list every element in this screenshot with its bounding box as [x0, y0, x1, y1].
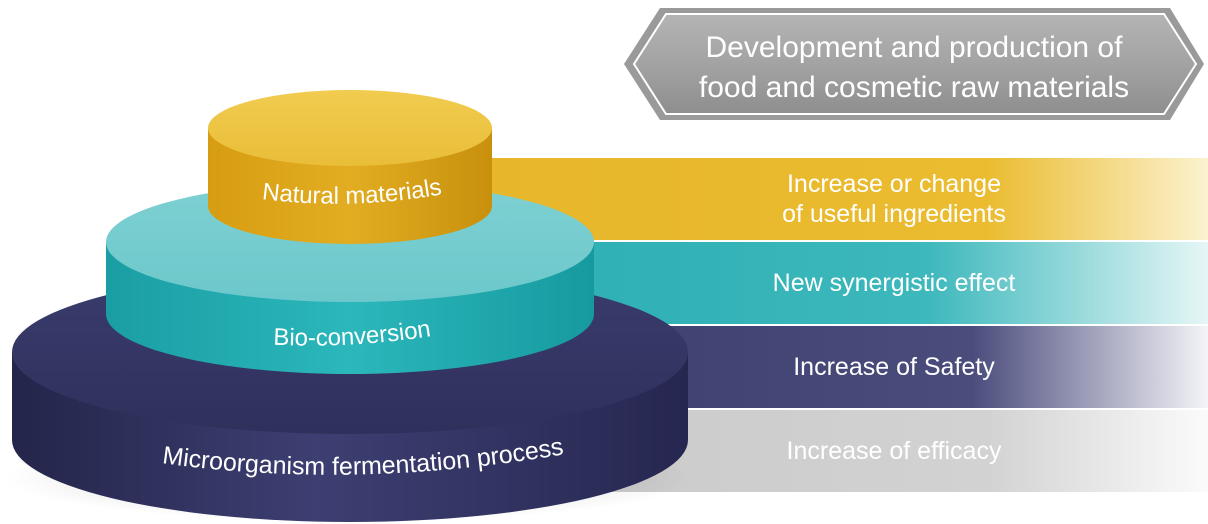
- title-banner: Development and production of food and c…: [622, 6, 1206, 124]
- banner-text: Development and production of food and c…: [668, 28, 1160, 108]
- banner-line-2: food and cosmetic raw materials: [698, 71, 1130, 104]
- band-1-line-1: Increase or change: [786, 170, 1001, 198]
- layer-top-disc: [208, 90, 492, 244]
- band-3-label: Increase of Safety: [793, 353, 995, 381]
- banner-line-1: Development and production of: [705, 31, 1123, 64]
- band-2-label: New synergistic effect: [772, 269, 1016, 297]
- band-useful-ingredients: Increase or change of useful ingredients: [470, 158, 1208, 240]
- band-1-line-2: of useful ingredients: [782, 200, 1006, 228]
- banner-hexagon-shape: [624, 8, 1204, 120]
- band-4-label: Increase of efficacy: [786, 437, 1002, 465]
- layer-stack-diagram: Natural materials Bio-conversion Microor…: [5, 90, 695, 522]
